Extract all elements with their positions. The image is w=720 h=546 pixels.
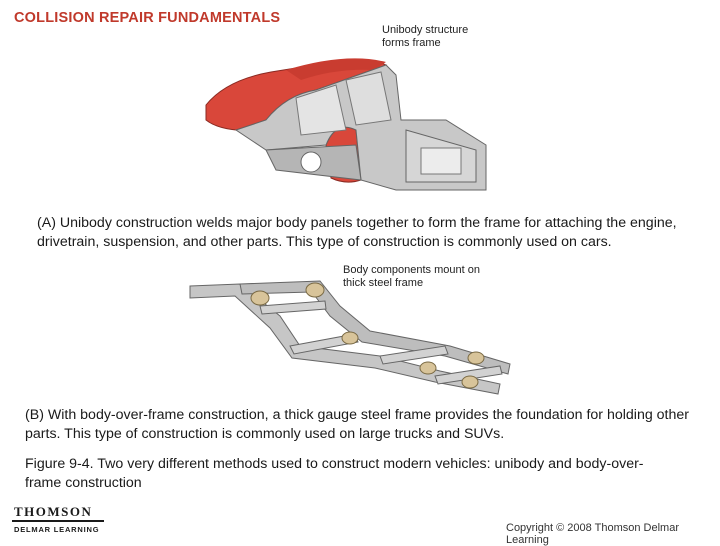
copyright-notice: Copyright © 2008 Thomson Delmar Learning	[506, 522, 679, 546]
figure-caption: Figure 9-4. Two very different methods u…	[25, 456, 644, 491]
logo-wordmark: THOMSON	[14, 504, 93, 519]
body-over-frame-illustration	[189, 280, 511, 395]
thomson-delmar-logo: THOMSON DELMAR LEARNING	[10, 504, 106, 538]
logo-subtitle: DELMAR LEARNING	[14, 525, 100, 534]
unibody-car-illustration	[205, 58, 487, 191]
frame-callout: Body components mount on thick steel fra…	[343, 264, 480, 289]
logo-divider	[12, 520, 104, 522]
caption-body-over-frame: (B) With body-over-frame construction, a…	[25, 407, 689, 442]
presentation-title: COLLISION REPAIR FUNDAMENTALS	[14, 10, 281, 26]
caption-unibody: (A) Unibody construction welds major bod…	[37, 215, 677, 250]
unibody-callout: Unibody structure forms frame	[382, 24, 469, 49]
